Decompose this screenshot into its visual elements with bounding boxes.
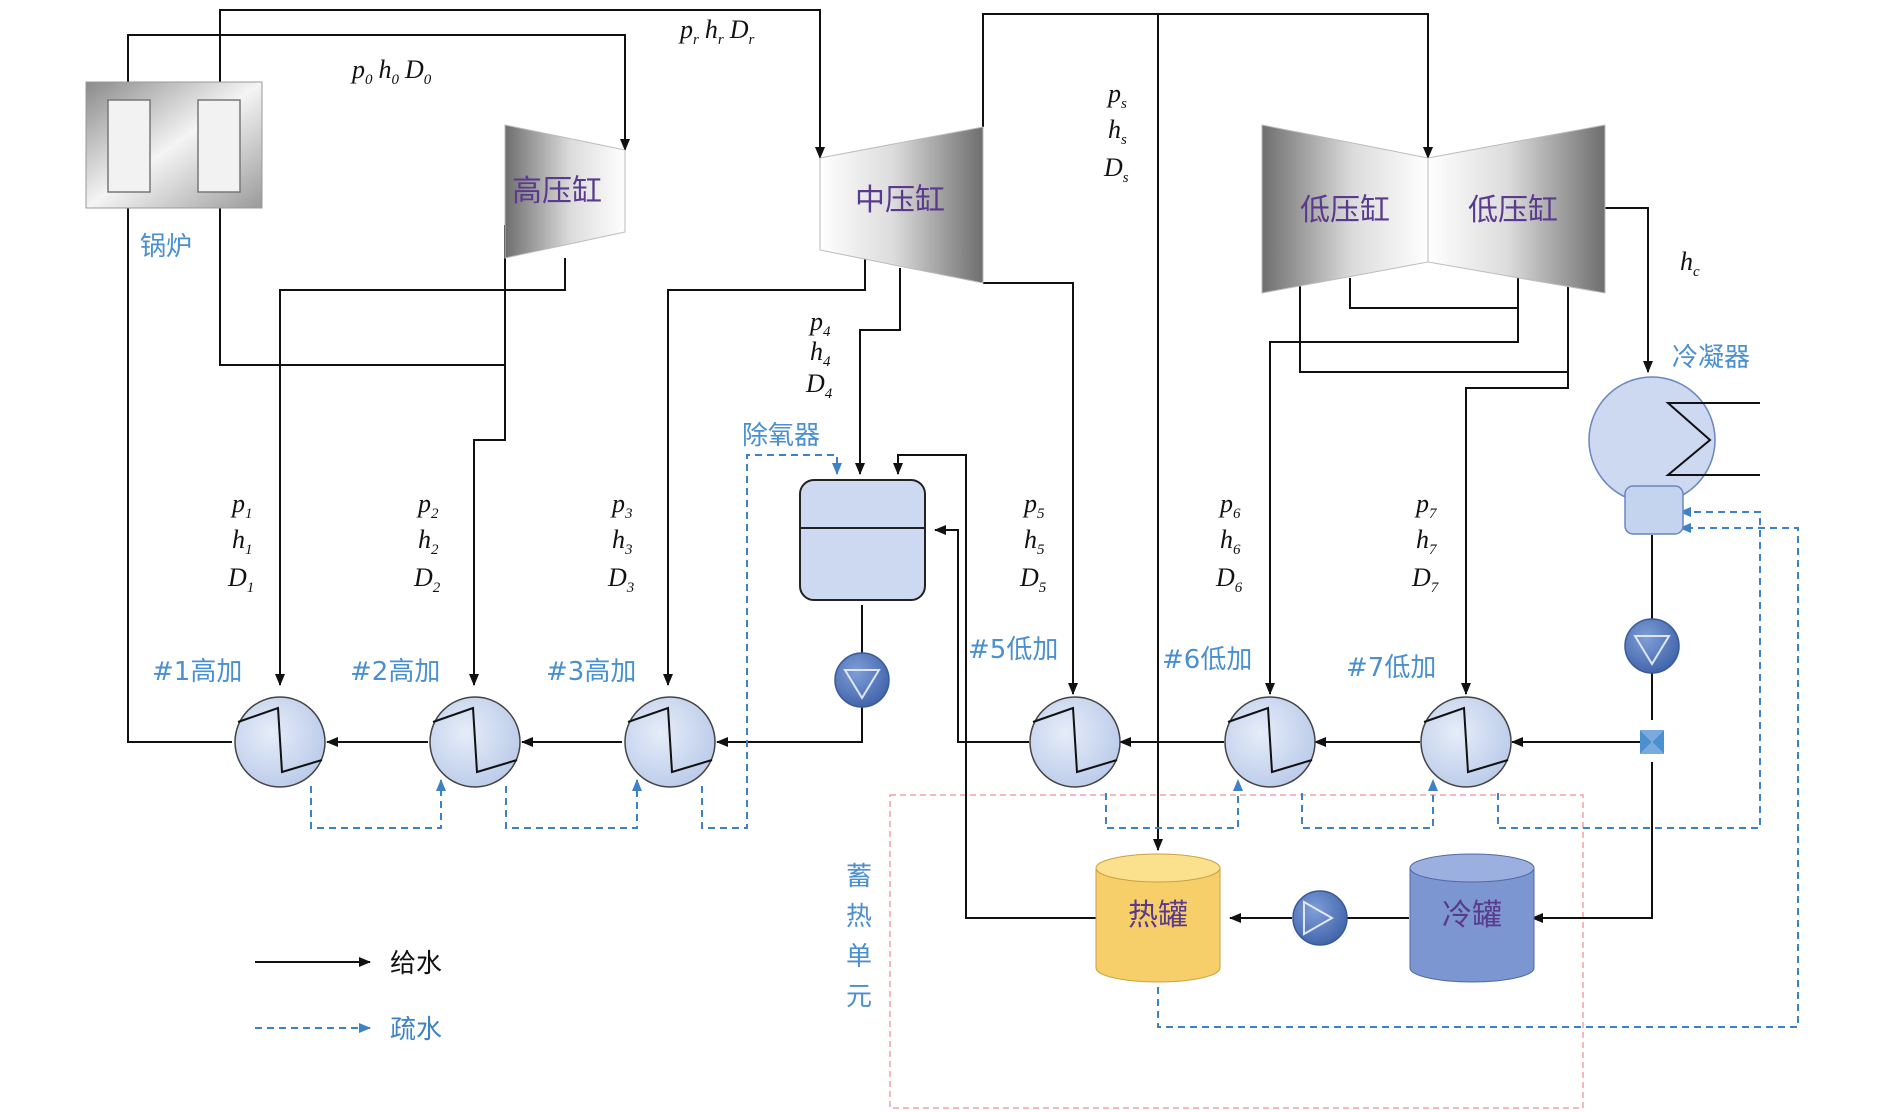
pump-storage <box>1292 890 1348 946</box>
cold-tank: 冷罐 <box>1409 853 1535 983</box>
heater-5-label: #5低加 <box>968 635 1058 665</box>
boiler: 锅炉 <box>85 81 263 262</box>
heater-7-label: #7低加 <box>1346 653 1436 683</box>
svg-text:D1: D1 <box>227 563 254 596</box>
svg-text:hc: hc <box>1680 247 1700 280</box>
legend-feedwater-label: 给水 <box>390 949 442 979</box>
condenser: 冷凝器 <box>1588 343 1760 535</box>
param-e7: p7 h7 D7 <box>1411 489 1440 596</box>
param-e4: p4 h4 D4 <box>805 307 833 402</box>
svg-text:p4: p4 <box>808 307 831 340</box>
ip-cylinder-label: 中压缸 <box>855 183 945 218</box>
heater-6-label: #6低加 <box>1162 645 1252 675</box>
drain-lines <box>310 454 1799 1028</box>
svg-text:h3: h3 <box>612 525 633 558</box>
svg-text:h1: h1 <box>232 525 253 558</box>
valve <box>1640 730 1664 754</box>
feedwater-lines <box>127 178 1653 923</box>
svg-text:D7: D7 <box>1411 563 1440 596</box>
condenser-label: 冷凝器 <box>1672 343 1750 373</box>
heater-1-label: #1高加 <box>152 657 242 687</box>
hot-tank-label: 热罐 <box>1128 898 1188 933</box>
svg-text:h6: h6 <box>1220 525 1241 558</box>
param-exhaust: hc <box>1680 247 1700 280</box>
svg-text:p7: p7 <box>1414 489 1438 522</box>
boiler-label: 锅炉 <box>140 232 192 262</box>
hp-cylinder: 高压缸 <box>504 124 626 259</box>
legend-drain-label: 疏水 <box>390 1015 442 1045</box>
lp-cylinder-right: 低压缸 <box>1427 124 1606 294</box>
heater-3-label: #3高加 <box>546 657 636 687</box>
pump-condensate <box>1624 618 1680 674</box>
deaerator-label: 除氧器 <box>742 421 820 451</box>
svg-text:p3: p3 <box>610 489 633 522</box>
svg-text:D6: D6 <box>1215 563 1243 596</box>
storage-unit-box <box>889 794 1584 1109</box>
svg-text:h2: h2 <box>418 525 439 558</box>
svg-text:D2: D2 <box>413 563 441 596</box>
svg-text:h5: h5 <box>1024 525 1045 558</box>
svg-text:Ds: Ds <box>1103 153 1129 186</box>
svg-text:p5: p5 <box>1022 489 1045 522</box>
lp-cylinder-left: 低压缸 <box>1261 124 1429 294</box>
deaerator: 除氧器 <box>742 421 926 601</box>
svg-text:元: 元 <box>846 982 872 1012</box>
svg-text:p2: p2 <box>416 489 439 522</box>
hot-tank: 热罐 <box>1095 853 1221 983</box>
ip-cylinder: 中压缸 <box>819 126 984 284</box>
svg-text:D5: D5 <box>1019 563 1047 596</box>
svg-text:p6: p6 <box>1218 489 1241 522</box>
param-e3: p3 h3 D3 <box>607 489 634 596</box>
svg-text:p1: p1 <box>230 489 253 522</box>
param-storage-extract: ps hs Ds <box>1103 79 1129 186</box>
lp-cylinder-label-1: 低压缸 <box>1300 193 1390 228</box>
param-e5: p5 h5 D5 <box>1019 489 1047 596</box>
svg-text:D4: D4 <box>805 369 833 402</box>
heater-6 <box>1224 696 1316 788</box>
heater-2-label: #2高加 <box>350 657 440 687</box>
pump-deaerator <box>834 652 890 708</box>
svg-text:D3: D3 <box>607 563 634 596</box>
param-e1: p1 h1 D1 <box>227 489 254 596</box>
lp-cylinder-label-2: 低压缸 <box>1468 193 1558 228</box>
svg-text:h4: h4 <box>810 337 831 370</box>
heater-1 <box>234 696 326 788</box>
steam-lines <box>127 9 1653 851</box>
heater-5 <box>1029 696 1121 788</box>
svg-text:单: 单 <box>846 942 872 972</box>
param-e2: p2 h2 D2 <box>413 489 441 596</box>
legend: 给水 疏水 <box>255 949 442 1045</box>
svg-text:h7: h7 <box>1416 525 1438 558</box>
svg-text:hs: hs <box>1108 115 1127 148</box>
heater-2 <box>429 696 521 788</box>
heater-7 <box>1420 696 1512 788</box>
storage-unit-label: 蓄 热 单 元 <box>846 862 872 1012</box>
heater-3 <box>624 696 716 788</box>
cold-tank-label: 冷罐 <box>1442 898 1502 933</box>
svg-text:蓄: 蓄 <box>846 862 872 892</box>
param-e6: p6 h6 D6 <box>1215 489 1243 596</box>
hp-cylinder-label: 高压缸 <box>512 174 602 209</box>
svg-text:热: 热 <box>846 902 872 932</box>
svg-text:ps: ps <box>1106 79 1127 112</box>
